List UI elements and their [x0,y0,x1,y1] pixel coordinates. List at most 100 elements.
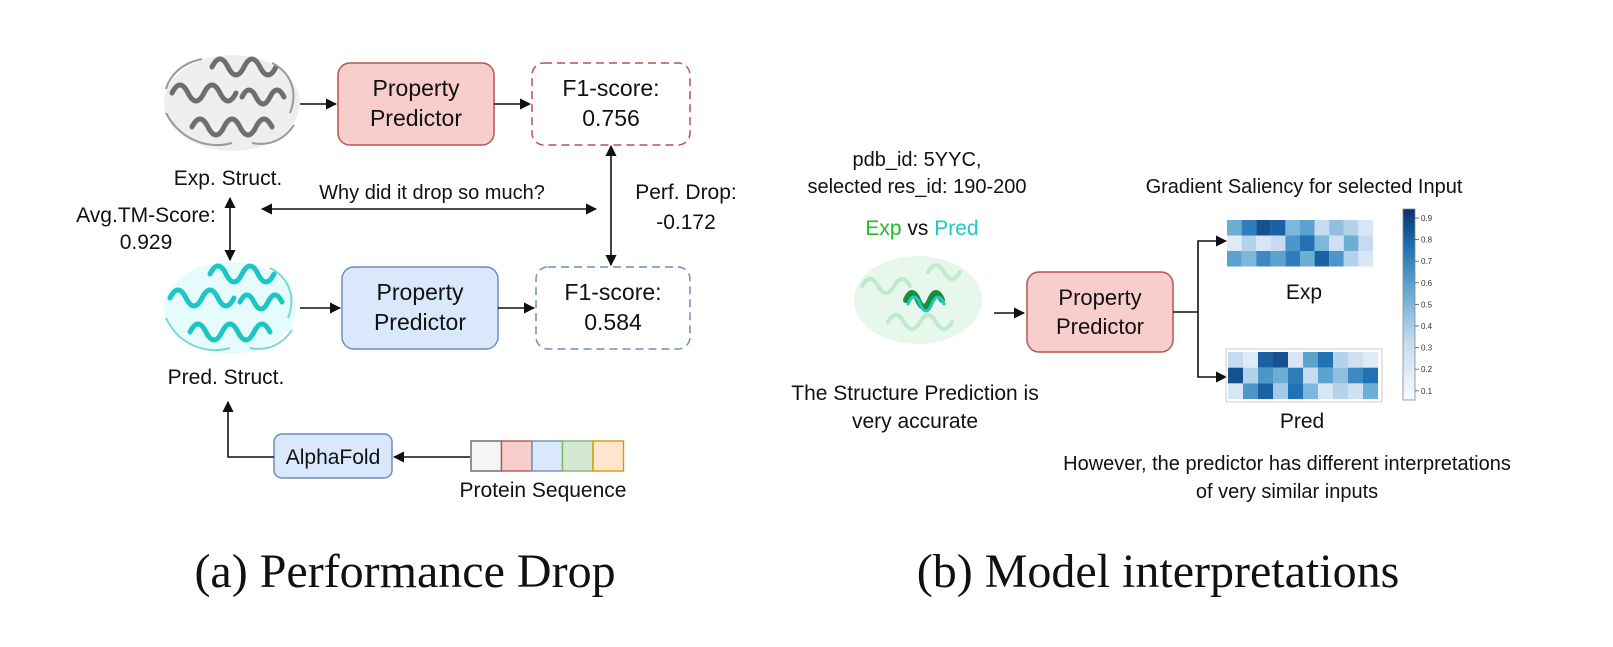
caption-a: (a) Performance Drop [194,545,615,598]
overlay-structure-image [854,256,982,344]
heatmap-cell [1363,352,1378,368]
heatmap-cell [1363,383,1378,400]
heatmap-cell [1358,251,1373,267]
colorbar-tick-label: 0.9 [1421,214,1433,223]
perf-drop-value: -0.172 [656,211,716,234]
f1-top-value: 0.756 [582,105,640,131]
question-label: Why did it drop so much? [319,182,545,204]
colorbar-tick-label: 0.2 [1421,365,1433,374]
sequence-cell [500,440,533,472]
heatmap-cell [1285,251,1300,267]
heatmap-cell [1241,251,1257,267]
colorbar [1402,208,1416,401]
conclusion-line1: However, the predictor has different int… [1063,453,1511,475]
heatmap-cell [1273,383,1288,400]
heatmap-cell [1303,383,1318,400]
heatmap-cell [1270,235,1286,251]
heatmap-cell [1343,235,1359,251]
f1-score-top-box [531,62,691,146]
heatmap-cell [1333,367,1348,384]
accuracy-line2: very accurate [852,410,978,433]
heatmap-cell [1314,235,1330,251]
exp-heatmap-label: Exp [1286,281,1322,304]
colorbar-tick-label: 0.7 [1421,257,1433,266]
panel-a: Exp. Struct. Pred. Struct. Property Pred… [76,55,737,598]
pred-struct-label: Pred. Struct. [168,366,285,389]
heatmap-cell [1343,220,1359,236]
caption-b: (b) Model interpretations [917,545,1400,598]
res-id-label: selected res_id: 190-200 [807,176,1026,198]
colorbar-tick-label: 0.5 [1421,300,1433,309]
heatmap-cell [1348,367,1363,384]
heatmap-cell [1303,367,1318,384]
heatmap-cell [1270,251,1286,267]
heatmap-cell [1243,352,1258,368]
alphafold-box [273,433,393,479]
heatmap-cell [1256,235,1271,251]
sequence-cell [561,440,594,472]
exp-word: Exp [865,217,901,240]
f1-score-bottom-box [535,266,691,350]
exp-heatmap [1227,220,1373,267]
heatmap-cell [1363,367,1378,384]
colorbar-tick-label: 0.6 [1421,279,1433,288]
heatmap-cell [1318,352,1333,368]
sequence-cell [470,440,503,472]
heatmap-cell [1300,235,1315,251]
saliency-title: Gradient Saliency for selected Input [1146,176,1463,198]
heatmap-cell [1358,220,1373,236]
heatmap-cell [1348,383,1363,400]
heatmap-cell [1270,220,1286,236]
panel-b: pdb_id: 5YYC, selected res_id: 190-200 E… [791,149,1511,598]
heatmap-cell [1314,220,1330,236]
f1-bottom-value: 0.584 [584,309,642,335]
accuracy-line1: The Structure Prediction is [791,382,1038,405]
heatmap-cell [1318,367,1333,384]
heatmap-cell [1227,235,1242,251]
tm-score-label: Avg.TM-Score: [76,204,216,227]
protein-sequence-cells [470,440,625,472]
colorbar-tick-label: 0.3 [1421,344,1433,353]
heatmap-cell [1227,251,1242,267]
pdb-id-label: pdb_id: 5YYC, [853,149,982,171]
sequence-cell [592,440,625,472]
pred-structure-image [164,262,296,354]
heatmap-cell [1329,220,1344,236]
heatmap-cell [1273,352,1288,368]
heatmap-cell [1288,352,1303,368]
arrow-alphafold-to-pred [222,400,274,458]
heatmap-cell [1303,352,1318,368]
f1-top-label: F1-score: [562,75,659,101]
conclusion-line2: of very similar inputs [1196,481,1378,503]
colorbar-tick-label: 0.1 [1421,387,1433,396]
heatmap-cell [1258,367,1273,384]
heatmap-cell [1227,220,1242,236]
sequence-cell [531,440,564,472]
heatmap-cell [1314,251,1330,267]
tm-score-value: 0.929 [120,231,173,254]
heatmap-cell [1343,251,1359,267]
heatmap-cell [1258,352,1273,368]
predictor-top-line2: Predictor [370,105,462,131]
heatmap-cell [1243,383,1258,400]
heatmap-cell [1358,235,1373,251]
predictor-bottom-line2: Predictor [374,309,466,335]
heatmap-cell [1285,220,1300,236]
heatmap-cell [1300,220,1315,236]
colorbar-ticks: 0.90.80.70.60.50.40.30.20.1 [1415,214,1433,396]
heatmap-cell [1256,220,1271,236]
heatmap-cell [1348,352,1363,368]
heatmap-cell [1333,352,1348,368]
heatmap-cell [1300,251,1315,267]
predictor-b-line1: Property [1058,285,1141,310]
exp-structure-image [164,55,300,151]
heatmap-cell [1243,367,1258,384]
sequence-label: Protein Sequence [460,479,627,502]
property-predictor-b [1026,271,1174,353]
heatmap-cell [1288,383,1303,400]
alphafold-label: AlphaFold [286,446,381,469]
heatmap-cell [1329,251,1344,267]
predictor-bottom-line1: Property [377,279,464,305]
f1-bottom-label: F1-score: [564,279,661,305]
